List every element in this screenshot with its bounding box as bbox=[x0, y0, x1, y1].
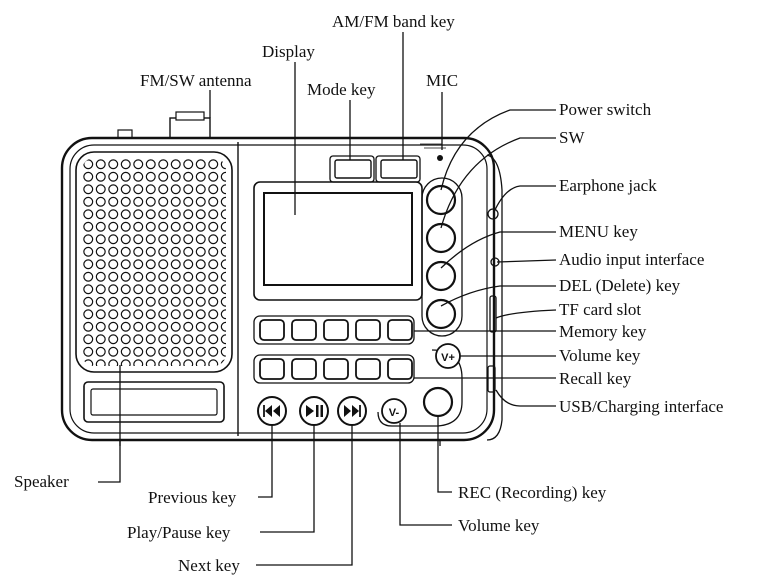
speaker-grill bbox=[82, 158, 226, 366]
antenna-housing bbox=[169, 117, 211, 139]
recall-key-4[interactable] bbox=[355, 358, 381, 380]
label-fm-sw-antenna: FM/SW antenna bbox=[140, 71, 252, 90]
usb-port-shape bbox=[487, 365, 496, 393]
bottom-slot-inner bbox=[90, 388, 218, 416]
right-side-edge bbox=[486, 154, 503, 441]
recall-row-frame bbox=[253, 354, 415, 384]
label-volume-key-minus: Volume key bbox=[458, 516, 540, 535]
label-memory-key: Memory key bbox=[559, 322, 647, 341]
leader-previous bbox=[258, 425, 273, 498]
next-button[interactable] bbox=[337, 396, 367, 426]
radio-case-inner bbox=[69, 144, 488, 434]
leader-tf bbox=[495, 309, 557, 319]
mode-key[interactable] bbox=[334, 159, 372, 179]
menu-button[interactable] bbox=[425, 260, 457, 292]
leader-del bbox=[440, 285, 556, 307]
memory-key-4[interactable] bbox=[355, 319, 381, 341]
label-earphone-jack: Earphone jack bbox=[559, 176, 657, 195]
am-fm-key-outer bbox=[375, 155, 421, 183]
play-pause-button[interactable] bbox=[299, 396, 329, 426]
rec-button[interactable] bbox=[422, 386, 454, 418]
label-power-switch: Power switch bbox=[559, 100, 652, 119]
leader-next bbox=[256, 425, 353, 566]
leader-volume-minus bbox=[399, 423, 452, 526]
leader-usb bbox=[495, 389, 556, 407]
memory-key-1[interactable] bbox=[259, 319, 285, 341]
del-button[interactable] bbox=[425, 298, 457, 330]
label-tf-card-slot: TF card slot bbox=[559, 300, 641, 319]
volume-down-mark: V- bbox=[389, 407, 400, 419]
skip-previous-icon bbox=[263, 405, 280, 417]
label-am-fm-band-key: AM/FM band key bbox=[332, 12, 455, 31]
label-next-key: Next key bbox=[178, 556, 240, 575]
leader-power bbox=[440, 109, 556, 191]
label-mic: MIC bbox=[426, 71, 458, 90]
labels: AM/FM band key Display FM/SW antenna Mod… bbox=[14, 12, 723, 575]
memory-key-2[interactable] bbox=[291, 319, 317, 341]
label-usb-charging-interface: USB/Charging interface bbox=[559, 397, 723, 416]
label-recall-key: Recall key bbox=[559, 369, 632, 388]
leader-audio-in bbox=[496, 259, 557, 263]
leader-menu bbox=[440, 231, 556, 269]
earphone-jack-hole bbox=[487, 208, 499, 220]
label-speaker: Speaker bbox=[14, 472, 69, 491]
mode-key-outer bbox=[329, 155, 375, 183]
volume-up-mark: V+ bbox=[441, 352, 455, 364]
leader-play-pause bbox=[260, 425, 315, 533]
recall-key-5[interactable] bbox=[387, 358, 413, 380]
am-fm-band-key[interactable] bbox=[380, 159, 418, 179]
sw-button[interactable] bbox=[425, 222, 457, 254]
tf-card-slot-shape bbox=[489, 295, 497, 333]
label-volume-key-plus: Volume key bbox=[559, 346, 641, 365]
play-pause-icon bbox=[306, 405, 323, 417]
label-display: Display bbox=[262, 42, 315, 61]
memory-key-5[interactable] bbox=[387, 319, 413, 341]
label-menu-key: MENU key bbox=[559, 222, 638, 241]
mic-hole bbox=[437, 155, 443, 161]
leader-lines bbox=[98, 32, 557, 566]
recall-key-3[interactable] bbox=[323, 358, 349, 380]
previous-button[interactable] bbox=[257, 396, 287, 426]
label-audio-input-interface: Audio input interface bbox=[559, 250, 704, 269]
leader-earphone bbox=[493, 185, 556, 213]
right-key-column bbox=[421, 177, 463, 337]
radio-body: V+ V- bbox=[60, 111, 503, 446]
label-previous-key: Previous key bbox=[148, 488, 237, 507]
recall-key-2[interactable] bbox=[291, 358, 317, 380]
label-rec-key: REC (Recording) key bbox=[458, 483, 607, 502]
leader-speaker bbox=[98, 365, 121, 483]
leader-sw bbox=[440, 137, 556, 229]
volume-down-button[interactable] bbox=[381, 398, 407, 424]
skip-next-icon bbox=[344, 405, 361, 417]
label-del-key: DEL (Delete) key bbox=[559, 276, 681, 295]
label-mode-key: Mode key bbox=[307, 80, 376, 99]
label-play-pause-key: Play/Pause key bbox=[127, 523, 231, 542]
label-sw: SW bbox=[559, 128, 585, 147]
recall-key-1[interactable] bbox=[259, 358, 285, 380]
display-screen bbox=[263, 192, 413, 286]
memory-row-frame bbox=[253, 315, 415, 345]
memory-key-3[interactable] bbox=[323, 319, 349, 341]
antenna-tip bbox=[175, 111, 205, 121]
leader-rec bbox=[437, 416, 452, 493]
